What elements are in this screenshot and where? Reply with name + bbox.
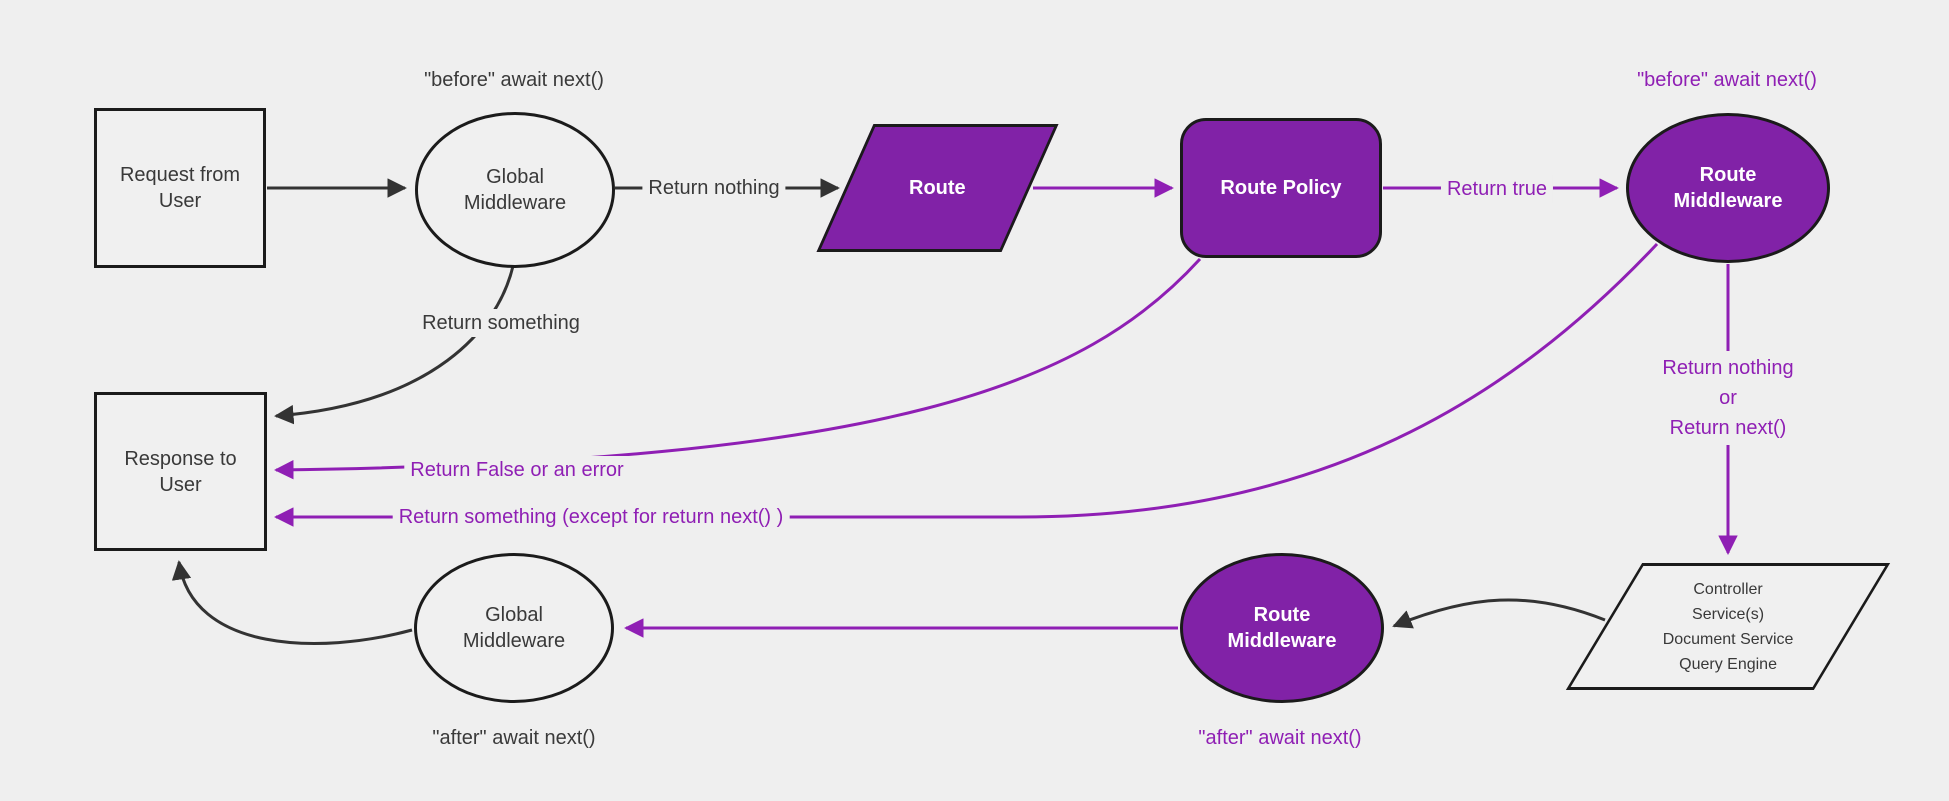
annotation-after-await-next-route: "after" await next(): [1192, 724, 1368, 752]
node-global-middleware-bottom-label: Global Middleware: [462, 604, 566, 652]
services-line-controller: Controller: [1693, 580, 1763, 598]
edge-label-return-nothing: Return nothing: [642, 174, 786, 202]
edge-label-return-true: Return true: [1440, 175, 1554, 203]
edge-label-return-something: Return something: [416, 309, 586, 337]
node-request-label: Request from User: [119, 164, 241, 212]
edge-label-return-something-except: Return something (except for return next…: [392, 503, 790, 531]
node-response-to-user: Response to User: [94, 392, 267, 551]
node-global-middleware-top-label: Global Middleware: [463, 166, 567, 214]
annotation-before-await-next-global: "before" await next(): [418, 66, 610, 94]
edge-label-return-nothing-line: Return nothing: [1662, 357, 1794, 379]
node-global-middleware-bottom: Global Middleware: [414, 553, 614, 703]
node-route-label: Route: [909, 177, 966, 199]
node-route-policy-label: Route Policy: [1220, 177, 1342, 199]
services-line-services: Service(s): [1691, 605, 1764, 623]
annotation-after-await-next-global: "after" await next(): [426, 724, 602, 752]
node-services-label: Controller Service(s) Document Service Q…: [1663, 577, 1794, 677]
services-line-document-service: Document Service: [1662, 630, 1794, 648]
node-route-middleware-bottom: Route Middleware: [1180, 553, 1384, 703]
edge-route-middleware-return-something-to-response: [274, 242, 1659, 527]
edge-global-middleware-bottom-to-response: [171, 560, 413, 645]
edge-label-return-nothing-or-next: Return nothing or Return next(): [1656, 351, 1800, 445]
services-line-query-engine: Query Engine: [1679, 655, 1777, 673]
edge-label-return-false-or-error: Return False or an error: [404, 456, 630, 484]
edge-label-return-next-line: Return next(): [1669, 417, 1787, 439]
edge-global-middleware-return-something-to-response: [274, 265, 515, 425]
edge-label-or-line: or: [1719, 387, 1737, 409]
edge-route-policy-return-false-to-response: [274, 257, 1202, 480]
node-route-policy: Route Policy: [1180, 118, 1382, 258]
edge-services-to-route-middleware-bottom: [1392, 598, 1606, 629]
node-route-middleware-bottom-label: Route Middleware: [1227, 604, 1337, 652]
node-route-middleware-top-label: Route Middleware: [1673, 164, 1783, 212]
node-response-label: Response to User: [124, 447, 237, 496]
node-global-middleware-top: Global Middleware: [415, 112, 615, 268]
node-request-from-user: Request from User: [94, 108, 266, 268]
annotation-before-await-next-route: "before" await next(): [1631, 66, 1823, 94]
node-route-middleware-top: Route Middleware: [1626, 113, 1830, 263]
